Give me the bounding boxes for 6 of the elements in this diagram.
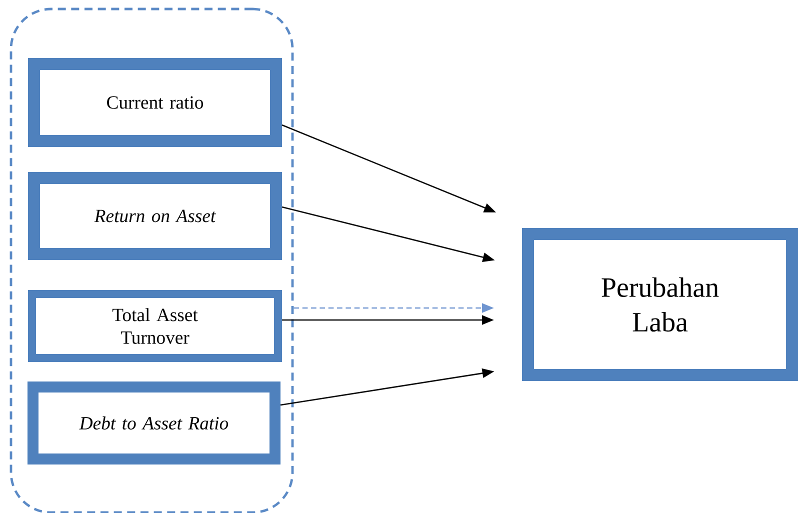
text-box: Perubahan Laba <box>522 228 798 381</box>
text-box: Debt to Asset Ratio <box>28 382 280 464</box>
text-box: Total Asset Turnover <box>28 290 282 362</box>
text-box: Current ratio <box>28 58 282 147</box>
dashed-group-box <box>10 8 294 513</box>
text-box: Return on Asset <box>28 172 282 260</box>
